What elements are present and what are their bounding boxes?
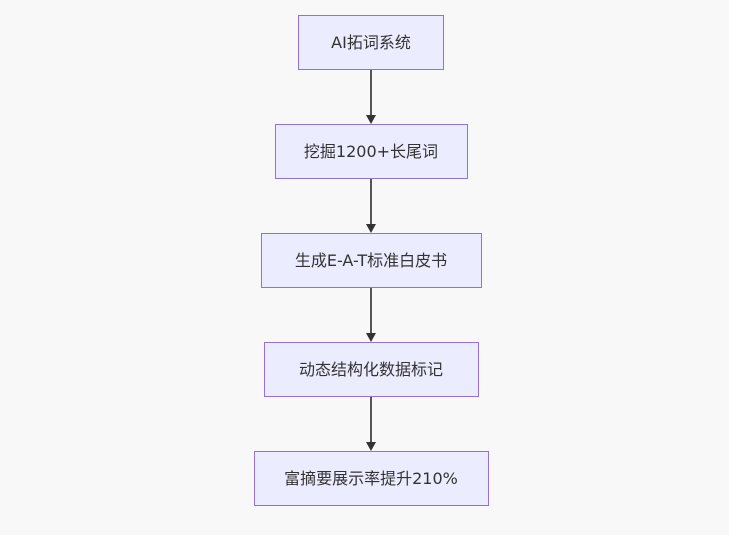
flow-node-eat-whitepaper: 生成E-A-T标准白皮书 bbox=[260, 233, 482, 288]
arrow-down-icon bbox=[366, 115, 376, 124]
edge-arrow-4 bbox=[366, 397, 376, 451]
edge-line bbox=[370, 288, 372, 333]
arrow-down-icon bbox=[366, 224, 376, 233]
edge-line bbox=[370, 397, 372, 442]
flow-node-label: 生成E-A-T标准白皮书 bbox=[294, 250, 448, 270]
edge-arrow-3 bbox=[366, 288, 376, 342]
arrow-down-icon bbox=[366, 333, 376, 342]
arrow-down-icon bbox=[366, 442, 376, 451]
flow-node-rich-snippet-result: 富摘要展示率提升210% bbox=[253, 451, 489, 506]
flow-node-ai-word-system: AI拓词系统 bbox=[298, 15, 444, 70]
flow-node-label: 动态结构化数据标记 bbox=[298, 359, 443, 379]
edge-arrow-1 bbox=[366, 70, 376, 124]
flow-node-label: 富摘要展示率提升210% bbox=[284, 468, 458, 488]
flow-node-label: AI拓词系统 bbox=[331, 32, 411, 52]
flow-node-longtail-mining: 挖掘1200+长尾词 bbox=[274, 124, 468, 179]
flowchart: AI拓词系统 挖掘1200+长尾词 生成E-A-T标准白皮书 动态结构化数据标记 bbox=[0, 15, 729, 506]
flow-node-label: 挖掘1200+长尾词 bbox=[303, 141, 439, 161]
edge-line bbox=[370, 70, 372, 115]
edge-line bbox=[370, 179, 372, 224]
flow-node-structured-data-markup: 动态结构化数据标记 bbox=[263, 342, 479, 397]
edge-arrow-2 bbox=[366, 179, 376, 233]
